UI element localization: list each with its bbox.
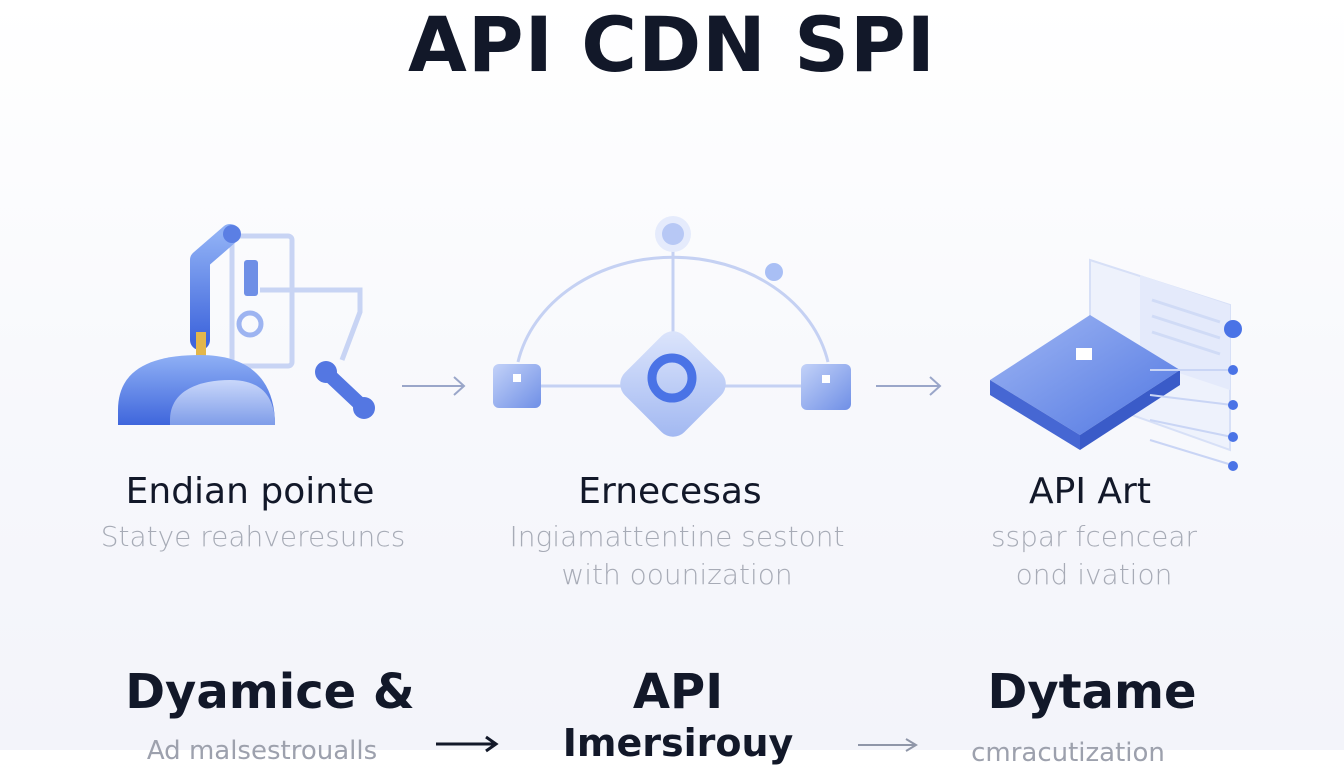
server-platform-icon (990, 258, 1242, 471)
stage-2-description: Ingiamattentine sestont with oounization (509, 520, 845, 591)
arrow-right-icon (436, 735, 499, 753)
stage-1-title: Endian pointe (125, 471, 375, 512)
bottom-1-subtitle: Ad malsestroualls (146, 736, 378, 766)
stage-3-description: sspar fcencear ond ivation (990, 520, 1198, 591)
bottom-3-title: Dytame (987, 664, 1197, 720)
bottom-2-subtitle: Imersirouy (562, 721, 794, 765)
stage-1-description: Statye reahveresuncs (100, 520, 406, 553)
stage-3-title: API Art (1029, 471, 1151, 512)
network-hub-icon (493, 216, 851, 437)
page-title: API CDN SPI (408, 0, 936, 89)
bottom-1-title: Dyamice & (125, 664, 415, 720)
stage-2-title: Ernecesas (578, 471, 762, 512)
bottom-3-subtitle: cmracutization (971, 738, 1165, 768)
arrow-right-icon (858, 738, 918, 752)
bottom-2-title: API (632, 664, 724, 720)
robot-arm-icon (118, 224, 375, 425)
arrow-right-icon (402, 376, 466, 396)
arrow-right-icon (876, 376, 942, 396)
